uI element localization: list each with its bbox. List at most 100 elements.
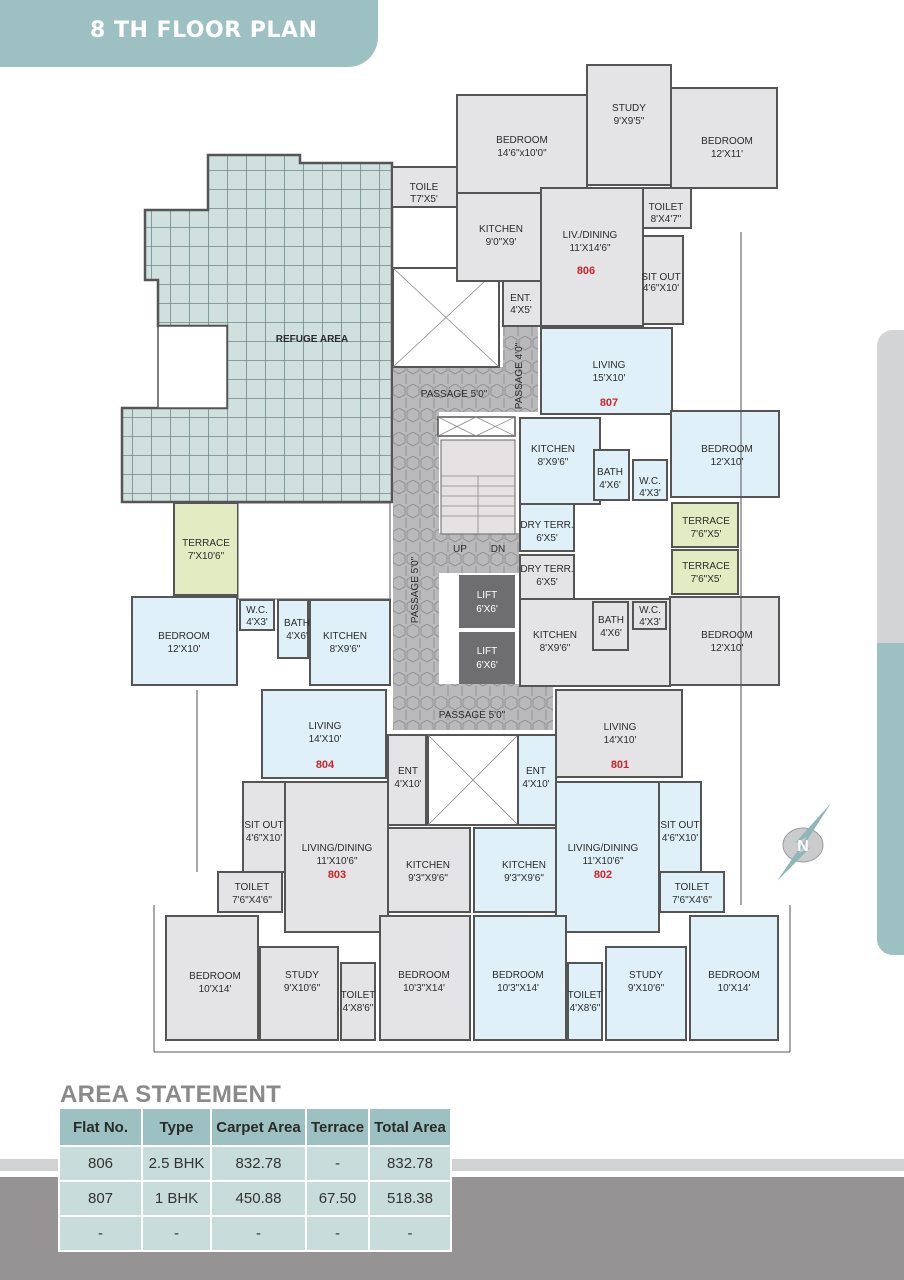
title-banner: 8 TH FLOOR PLAN bbox=[0, 0, 378, 67]
table-cell: 807 bbox=[58, 1180, 143, 1217]
svg-text:10'X14': 10'X14' bbox=[718, 983, 751, 994]
svg-text:9'3"X9'6": 9'3"X9'6" bbox=[504, 873, 544, 884]
passage-label: PASSAGE 5'0" bbox=[410, 556, 421, 623]
flat-number: 801 bbox=[611, 759, 629, 771]
svg-text:7'6"X5': 7'6"X5' bbox=[691, 529, 722, 540]
svg-text:4'X3': 4'X3' bbox=[639, 488, 661, 499]
svg-text:LIFT: LIFT bbox=[477, 646, 498, 657]
svg-text:4'X8'6": 4'X8'6" bbox=[570, 1003, 601, 1014]
svg-text:12'X10': 12'X10' bbox=[711, 457, 744, 468]
svg-text:LIV./DINING: LIV./DINING bbox=[563, 230, 618, 241]
svg-text:15'X10': 15'X10' bbox=[593, 373, 626, 384]
svg-text:8'X9'6": 8'X9'6" bbox=[538, 457, 569, 468]
side-tab-decoration bbox=[877, 330, 904, 955]
common-passage: PASSAGE 5'0" PASSAGE 4'0" PASSAGE 5'0" P… bbox=[393, 326, 553, 730]
table-cell: - bbox=[305, 1215, 370, 1252]
flat-number: 804 bbox=[316, 759, 335, 771]
refuge-area-label: REFUGE AREA bbox=[276, 334, 348, 345]
flat-806: BEDROOM 14'6"x10'0" STUDY 9'X9'5" BEDROO… bbox=[391, 64, 778, 327]
svg-text:STUDY: STUDY bbox=[612, 103, 646, 114]
svg-text:TERRACE: TERRACE bbox=[682, 516, 730, 527]
svg-text:BEDROOM: BEDROOM bbox=[189, 971, 241, 982]
flat-801: DRY TERR. 6'X5' TERRACE 7'6"X5' KITCHEN … bbox=[519, 549, 780, 778]
svg-text:TOILET: TOILET bbox=[649, 202, 684, 213]
table-cell: - bbox=[210, 1215, 307, 1252]
svg-text:7'6"X4'6": 7'6"X4'6" bbox=[672, 895, 712, 906]
svg-text:T7'X5': T7'X5' bbox=[410, 194, 438, 205]
svg-text:4'X8'6": 4'X8'6" bbox=[343, 1003, 374, 1014]
column-header: Carpet Area bbox=[210, 1107, 307, 1147]
svg-text:12'X11': 12'X11' bbox=[711, 149, 743, 160]
outer-walls bbox=[153, 232, 791, 1053]
svg-text:4'X6': 4'X6' bbox=[599, 480, 621, 491]
svg-text:LIVING: LIVING bbox=[604, 722, 637, 733]
stair-down-label: DN bbox=[491, 544, 505, 555]
svg-text:LIFT: LIFT bbox=[477, 590, 498, 601]
svg-text:W.C.: W.C. bbox=[639, 476, 661, 487]
svg-text:LIVING: LIVING bbox=[593, 360, 626, 371]
svg-text:4'X10': 4'X10' bbox=[522, 779, 549, 790]
svg-text:TERRACE: TERRACE bbox=[182, 538, 230, 549]
svg-text:SIT OUT: SIT OUT bbox=[660, 820, 699, 831]
svg-text:4'6"X10': 4'6"X10' bbox=[246, 833, 282, 844]
svg-text:10'3"X14': 10'3"X14' bbox=[497, 983, 539, 994]
svg-text:ENT: ENT bbox=[398, 766, 418, 777]
svg-text:KITCHEN: KITCHEN bbox=[533, 630, 577, 641]
svg-text:6'X5': 6'X5' bbox=[536, 533, 558, 544]
svg-text:N: N bbox=[797, 838, 809, 855]
table-cell: - bbox=[305, 1145, 370, 1182]
svg-text:12'X10': 12'X10' bbox=[711, 643, 744, 654]
svg-text:BATH: BATH bbox=[284, 618, 310, 629]
svg-text:BATH: BATH bbox=[598, 615, 624, 626]
svg-text:LIVING: LIVING bbox=[309, 721, 342, 732]
svg-text:14'6"x10'0": 14'6"x10'0" bbox=[497, 148, 547, 159]
svg-text:6'X6': 6'X6' bbox=[476, 660, 498, 671]
column-header: Total Area bbox=[368, 1107, 452, 1147]
table-cell: 806 bbox=[58, 1145, 143, 1182]
lift: LIFT 6'X6' bbox=[459, 632, 515, 684]
svg-text:ENT.: ENT. bbox=[510, 293, 532, 304]
table-row: 807 1 BHK 450.88 67.50 518.38 bbox=[58, 1180, 452, 1217]
svg-text:4'X3': 4'X3' bbox=[639, 617, 661, 628]
svg-text:12'X10': 12'X10' bbox=[168, 644, 201, 655]
svg-text:W.C.: W.C. bbox=[639, 605, 661, 616]
svg-text:KITCHEN: KITCHEN bbox=[531, 444, 575, 455]
svg-text:TOILET: TOILET bbox=[235, 882, 270, 893]
table-cell: 832.78 bbox=[210, 1145, 307, 1182]
svg-text:14'X10': 14'X10' bbox=[309, 734, 342, 745]
svg-text:W.C.: W.C. bbox=[246, 605, 268, 616]
duct-shaft bbox=[392, 267, 519, 826]
svg-text:TOILET: TOILET bbox=[675, 882, 710, 893]
svg-text:BEDROOM: BEDROOM bbox=[496, 135, 548, 146]
table-cell: - bbox=[58, 1215, 143, 1252]
svg-text:14'X10': 14'X10' bbox=[604, 735, 637, 746]
flat-807: LIVING 15'X10' KITCHEN 8'X9'6" BATH 4'X6… bbox=[519, 327, 780, 552]
svg-text:4'6"X10': 4'6"X10' bbox=[643, 283, 679, 294]
table-cell: 1 BHK bbox=[141, 1180, 212, 1217]
svg-text:9'0"X9': 9'0"X9' bbox=[486, 237, 517, 248]
svg-text:11'X10'6": 11'X10'6" bbox=[582, 856, 624, 867]
svg-text:9'3"X9'6": 9'3"X9'6" bbox=[408, 873, 448, 884]
column-header: Terrace bbox=[305, 1107, 370, 1147]
svg-text:ENT: ENT bbox=[526, 766, 546, 777]
flat-number: 802 bbox=[594, 869, 612, 881]
passage-label: PASSAGE 5'0" bbox=[421, 389, 488, 400]
table-cell: 2.5 BHK bbox=[141, 1145, 212, 1182]
page-title: 8 TH FLOOR PLAN bbox=[90, 18, 318, 43]
svg-text:10'X14': 10'X14' bbox=[199, 984, 232, 995]
svg-text:7'X10'6": 7'X10'6" bbox=[188, 551, 225, 562]
svg-text:KITCHEN: KITCHEN bbox=[479, 224, 523, 235]
table-cell: - bbox=[141, 1215, 212, 1252]
table-cell: 67.50 bbox=[305, 1180, 370, 1217]
table-row: - - - - - bbox=[58, 1215, 452, 1252]
north-arrow-icon: N bbox=[777, 803, 831, 881]
area-statement-table: Flat No. Type Carpet Area Terrace Total … bbox=[58, 1107, 452, 1252]
stair-up-label: UP bbox=[453, 544, 467, 555]
svg-text:6'X6': 6'X6' bbox=[476, 604, 498, 615]
flat-804: TERRACE 7'X10'6" BEDROOM 12'X10' W.C. 4'… bbox=[131, 502, 391, 779]
table-cell: 832.78 bbox=[368, 1145, 452, 1182]
svg-text:4'X6': 4'X6' bbox=[600, 628, 622, 639]
flat-number: 806 bbox=[577, 265, 595, 277]
svg-text:BEDROOM: BEDROOM bbox=[158, 631, 210, 642]
flat-803: ENT 4'X10' SIT OUT 4'6"X10' LIVING/DININ… bbox=[165, 734, 471, 1041]
